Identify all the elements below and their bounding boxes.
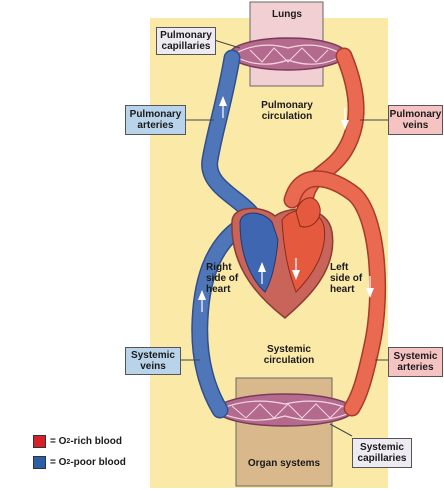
legend-poor-prefix: = O bbox=[50, 457, 67, 468]
flow-arrow-icon bbox=[198, 96, 374, 300]
legend-rich-prefix: = O bbox=[50, 436, 67, 447]
pulmonary-capillaries-label: Pulmonary capillaries bbox=[156, 27, 216, 55]
pulmonary-arteries-label: Pulmonary arteries bbox=[125, 105, 186, 135]
right-side-heart-label: Right side of heart bbox=[206, 262, 239, 295]
legend-rich-sub: 2 bbox=[66, 438, 71, 445]
systemic-arteries-label: Systemic arteries bbox=[388, 347, 443, 377]
legend-rich-suffix: -rich blood bbox=[70, 436, 122, 447]
organ-systems-label: Organ systems bbox=[247, 458, 321, 469]
pulmonary-veins-label: Pulmonary veins bbox=[388, 105, 443, 135]
flow-arrow-lines bbox=[201, 106, 371, 312]
systemic-capillary-bed bbox=[216, 393, 354, 427]
legend-poor-sub: 2 bbox=[66, 459, 71, 466]
right-heart-chambers bbox=[239, 212, 279, 293]
pulmonary-circulation-label: Pulmonary circulation bbox=[261, 100, 313, 122]
lungs-label: Lungs bbox=[272, 9, 302, 20]
legend-poor-suffix: -poor blood bbox=[70, 457, 126, 468]
legend-poor-swatch bbox=[33, 456, 46, 469]
systemic-veins-label: Systemic veins bbox=[125, 347, 181, 375]
systemic-circulation-label: Systemic circulation bbox=[263, 344, 315, 366]
leader-lines bbox=[180, 39, 388, 437]
pulmonary-capillary-bed bbox=[229, 37, 347, 71]
legend-rich-swatch bbox=[33, 435, 46, 448]
left-side-heart-label: Left side of heart bbox=[330, 262, 363, 295]
systemic-capillaries-label: Systemic capillaries bbox=[352, 438, 412, 468]
